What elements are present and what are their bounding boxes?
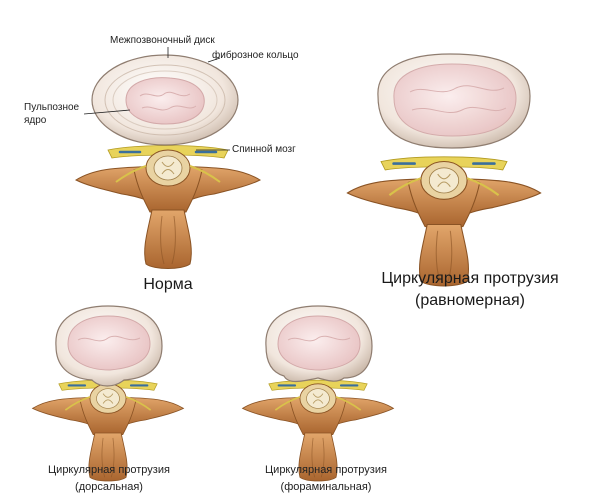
label-nucleus-line1: Пульпозное [24, 102, 80, 113]
nucleus-normal [125, 77, 205, 125]
vertebra-circular-uniform [346, 155, 542, 288]
caption-circular-dorsal-line2: (дорсальная) [75, 481, 143, 493]
caption-circular-uniform-line2: (равномерная) [415, 292, 525, 309]
label-nucleus-line2: ядро [24, 115, 47, 126]
caption-circular-uniform: Циркулярная протрузия (равномерная) [360, 268, 580, 312]
caption-circular-uniform-line1: Циркулярная протрузия [381, 270, 559, 287]
caption-circular-dorsal-line1: Циркулярная протрузия [48, 464, 170, 476]
panel-circular-foraminal [241, 305, 395, 482]
label-intervertebral-disc: Межпозвоночный диск [110, 35, 215, 46]
caption-circular-foraminal: Циркулярная протрузия (фораминальная) [246, 462, 406, 496]
panel-circular-dorsal [31, 305, 185, 482]
caption-circular-foraminal-line2: (фораминальная) [280, 481, 372, 493]
caption-circular-dorsal: Циркулярная протрузия (дорсальная) [34, 462, 184, 496]
vertebra-normal [74, 144, 262, 270]
label-nucleus-pulposus: Пульпозное ядро [24, 101, 79, 127]
label-spinal-cord: Спинной мозг [232, 144, 296, 155]
panel-circular-uniform [346, 53, 542, 288]
label-annulus-fibrosus: фиброзное кольцо [212, 50, 299, 61]
caption-normal: Норма [143, 276, 193, 293]
caption-circular-foraminal-line1: Циркулярная протрузия [265, 464, 387, 476]
panel-normal [74, 47, 262, 270]
